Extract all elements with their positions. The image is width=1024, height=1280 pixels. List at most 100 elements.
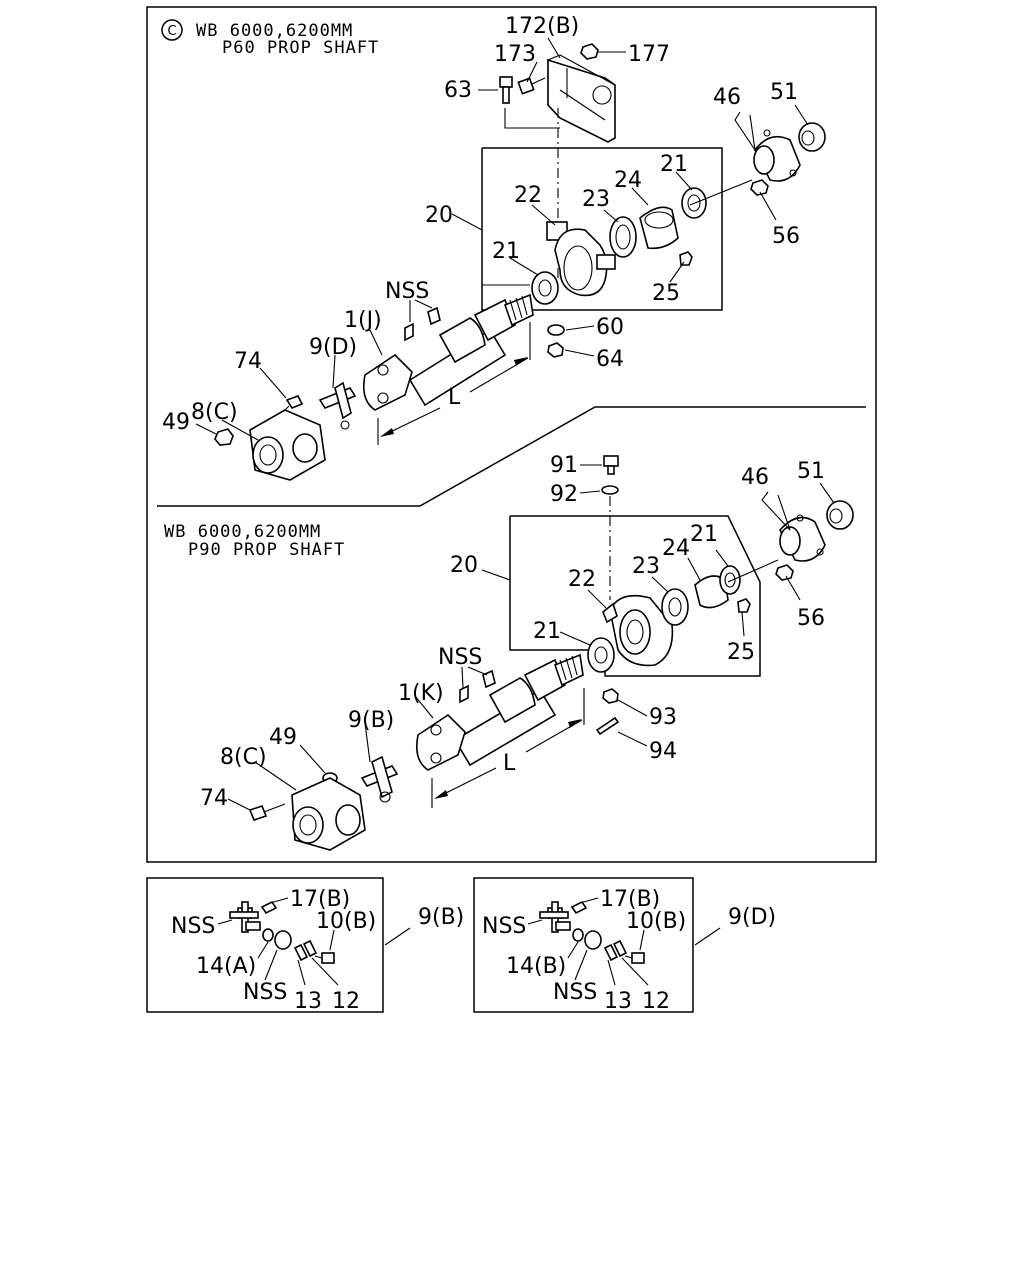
- nut-56-2: [775, 564, 794, 581]
- bottom-caption-line1: WB 6000,6200MM: [164, 522, 321, 542]
- grease-nipple-right: [570, 900, 588, 915]
- cross-spider-right: [539, 901, 571, 933]
- label-63: 63: [444, 78, 472, 103]
- label-20: 20: [425, 203, 453, 228]
- bolt-74-2: [248, 803, 286, 821]
- label-56-2: 56: [797, 606, 825, 631]
- label-25: 25: [652, 281, 680, 306]
- label-12-right: 12: [642, 989, 670, 1014]
- label-93: 93: [649, 705, 677, 730]
- main-frame: [146, 6, 877, 863]
- nut-49: [214, 428, 234, 446]
- label-21-upper: 21: [660, 152, 688, 177]
- label-172b: 172(B): [505, 14, 579, 39]
- label-49: 49: [162, 410, 190, 435]
- label-13-right: 13: [604, 989, 632, 1014]
- bolt-91: [603, 455, 619, 475]
- label-21-upper-2: 21: [690, 522, 718, 547]
- label-56: 56: [772, 224, 800, 249]
- bottom-section: WB 6000,6200MM P90 PROP SHAFT: [164, 453, 854, 851]
- label-94: 94: [649, 739, 677, 764]
- lock-plate-12-left: [302, 939, 318, 958]
- label-nss-right-1: NSS: [482, 914, 526, 939]
- label-177: 177: [628, 42, 670, 67]
- label-17b-left: 17(B): [290, 887, 350, 912]
- washer-92: [601, 485, 619, 495]
- detail-frame-right: [473, 877, 694, 1013]
- cotter-pin-94: [595, 716, 620, 736]
- detail-frame-left: [146, 877, 384, 1013]
- bolt-63: [499, 76, 513, 104]
- nut-56: [750, 179, 769, 196]
- center-bearing-box-2: [509, 515, 761, 677]
- label-51-2: 51: [797, 459, 825, 484]
- leader-lines-left: [217, 897, 411, 986]
- label-46: 46: [713, 85, 741, 110]
- label-17b-right: 17(B): [600, 887, 660, 912]
- label-dimension-l: L: [448, 385, 461, 410]
- universal-joint: [318, 381, 357, 430]
- label-23: 23: [582, 187, 610, 212]
- seal-left: [262, 928, 274, 942]
- label-60: 60: [596, 315, 624, 340]
- bolt-10b-right: [624, 952, 645, 964]
- nut-93: [602, 688, 619, 704]
- label-13-left: 13: [294, 989, 322, 1014]
- label-51: 51: [770, 80, 798, 105]
- label-46-2: 46: [741, 465, 769, 490]
- flange-yoke: [249, 409, 326, 481]
- bolt-173: [517, 77, 546, 95]
- label-21-lower-2: 21: [533, 619, 561, 644]
- label-nss-left-1: NSS: [171, 914, 215, 939]
- flange-yoke-2: [291, 777, 366, 851]
- label-92: 92: [550, 482, 578, 507]
- bracket-part: [547, 54, 616, 143]
- label-49-2: 49: [269, 725, 297, 750]
- top-section: C WB 6000,6200MM P60 PROP SHAFT: [161, 14, 826, 481]
- leader-lines-2: [227, 464, 835, 811]
- label-22-2: 22: [568, 567, 596, 592]
- lock-plate-13-left: [293, 943, 309, 962]
- bolt-10b-left: [314, 952, 335, 964]
- label-nss-left-2: NSS: [243, 980, 287, 1005]
- detail-box-left: 17(B) NSS 10(B) 14(A) NSS 13 12 9(B): [146, 877, 464, 1014]
- flange-46-2: [779, 514, 826, 562]
- nut-64: [547, 342, 564, 358]
- label-9b: 9(B): [348, 708, 394, 733]
- flange-46: [753, 129, 801, 182]
- label-173: 173: [494, 42, 536, 67]
- circle-mark-icon: [161, 19, 183, 41]
- label-21-lower: 21: [492, 239, 520, 264]
- grease-nipple-left: [260, 900, 278, 915]
- label-24-2: 24: [662, 536, 690, 561]
- universal-joint-2: [360, 755, 399, 803]
- bearing-cup-left: [274, 930, 292, 950]
- label-12-left: 12: [332, 989, 360, 1014]
- detail-box-right: 17(B) NSS 10(B) 14(B) NSS 13 12 9(D): [473, 877, 776, 1014]
- label-20-2: 20: [450, 553, 478, 578]
- center-bearing-assembly-2: [587, 565, 751, 673]
- label-nss: NSS: [385, 279, 429, 304]
- seal-right: [572, 928, 584, 942]
- label-dimension-l-2: L: [503, 751, 516, 776]
- nut-51-2: [826, 500, 854, 530]
- label-22: 22: [514, 183, 542, 208]
- bearing-cup-right: [584, 930, 602, 950]
- label-nss-2: NSS: [438, 645, 482, 670]
- label-1k: 1(K): [398, 681, 444, 706]
- label-nss-right-2: NSS: [553, 980, 597, 1005]
- label-14b: 14(B): [506, 954, 566, 979]
- top-caption-line1: WB 6000,6200MM: [196, 21, 353, 41]
- prop-shaft: [362, 293, 534, 411]
- top-caption-line2: P60 PROP SHAFT: [222, 38, 379, 58]
- prop-shaft-2: [415, 653, 584, 771]
- label-10b-right: 10(B): [626, 909, 686, 934]
- callout-9d: 9(D): [728, 905, 776, 930]
- label-64: 64: [596, 347, 624, 372]
- washer-60: [547, 324, 565, 336]
- label-74-2: 74: [200, 786, 228, 811]
- label-74: 74: [234, 349, 262, 374]
- nut-177: [580, 43, 599, 60]
- label-8c: 8(C): [191, 400, 238, 425]
